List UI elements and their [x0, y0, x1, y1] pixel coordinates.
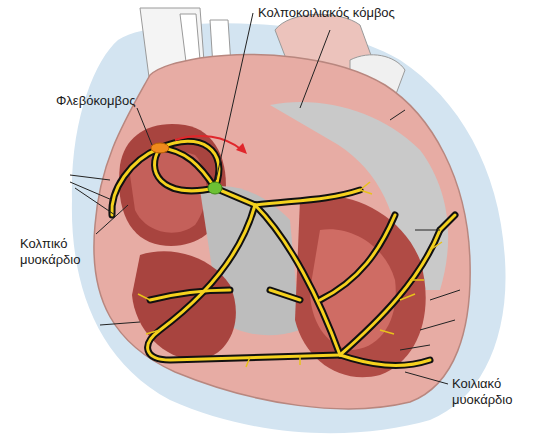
atrial-myocardium-label: Κολπικό μυοκάρδιο: [20, 236, 100, 268]
sa-node-label: Φλεβόκομβος: [56, 93, 166, 109]
av-node-label: Κολποκοιλιακός κόμβος: [258, 5, 458, 21]
ventricular-myocardium-label: Κοιλιακό μυοκάρδιο: [452, 376, 538, 408]
